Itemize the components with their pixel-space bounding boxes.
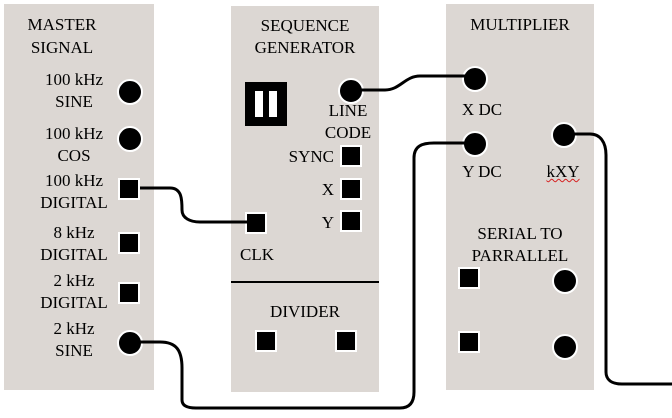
line-code-label-1: LINE — [328, 101, 368, 120]
serial-input-a-socket[interactable] — [458, 267, 480, 289]
port-100khz-sine-socket[interactable] — [117, 79, 143, 105]
y-output-label: Y — [321, 213, 334, 232]
divider-output-socket[interactable] — [335, 330, 357, 352]
sync-label: SYNC — [288, 147, 334, 166]
divider-title: DIVIDER — [270, 302, 340, 321]
port-100khz-digital-label-1: 100 kHz — [44, 171, 104, 190]
module-separator — [231, 281, 379, 283]
sequence-generator-title-line2: GENERATOR — [254, 38, 356, 57]
clk-socket[interactable] — [245, 212, 267, 234]
line-code-label-2: CODE — [324, 123, 372, 142]
pause-switch-icon[interactable] — [245, 82, 287, 126]
port-2khz-digital-label-1: 2 kHz — [53, 271, 95, 290]
y-dc-label: Y DC — [462, 162, 502, 181]
port-2khz-sine-label-1: 2 kHz — [53, 319, 95, 338]
port-100khz-sine-label-2: SINE — [55, 92, 93, 111]
port-8khz-digital-label-1: 8 kHz — [53, 223, 95, 242]
port-2khz-sine-label-2: SINE — [55, 341, 93, 360]
port-100khz-sine-label-1: 100 kHz — [44, 70, 104, 89]
port-100khz-digital-socket[interactable] — [118, 178, 140, 200]
port-100khz-cos-label-2: COS — [57, 146, 91, 165]
parallel-output-a-socket[interactable] — [552, 268, 578, 294]
parallel-output-b-socket[interactable] — [552, 334, 578, 360]
port-8khz-digital-label-2: DIGITAL — [40, 245, 108, 264]
clk-label: CLK — [240, 245, 274, 264]
master-signal-title-line2: SIGNAL — [30, 38, 94, 57]
port-2khz-digital-socket[interactable] — [118, 282, 140, 304]
sequence-generator-title-line1: SEQUENCE — [260, 16, 350, 35]
serial-input-b-socket[interactable] — [458, 331, 480, 353]
multiplier-title: MULTIPLIER — [470, 15, 570, 34]
divider-input-socket[interactable] — [255, 330, 277, 352]
x-output-socket[interactable] — [340, 178, 362, 200]
port-100khz-digital-label-2: DIGITAL — [40, 193, 108, 212]
port-100khz-cos-socket[interactable] — [117, 126, 143, 152]
serial-to-parallel-title-line2: PARRALLEL — [471, 246, 569, 265]
serial-to-parallel-title-line1: SERIAL TO — [477, 224, 563, 243]
port-100khz-cos-label-1: 100 kHz — [44, 124, 104, 143]
master-signal-title-line1: MASTER — [27, 15, 97, 34]
kxy-output-socket[interactable] — [551, 122, 577, 148]
x-dc-socket[interactable] — [462, 66, 488, 92]
y-dc-socket[interactable] — [462, 131, 488, 157]
port-2khz-digital-label-2: DIGITAL — [40, 293, 108, 312]
y-output-socket[interactable] — [340, 210, 362, 232]
port-2khz-sine-socket[interactable] — [117, 330, 143, 356]
x-output-label: X — [321, 180, 334, 199]
x-dc-label: X DC — [461, 100, 503, 119]
sync-socket[interactable] — [340, 145, 362, 167]
kxy-label: kXY — [546, 162, 580, 181]
port-8khz-digital-socket[interactable] — [118, 232, 140, 254]
